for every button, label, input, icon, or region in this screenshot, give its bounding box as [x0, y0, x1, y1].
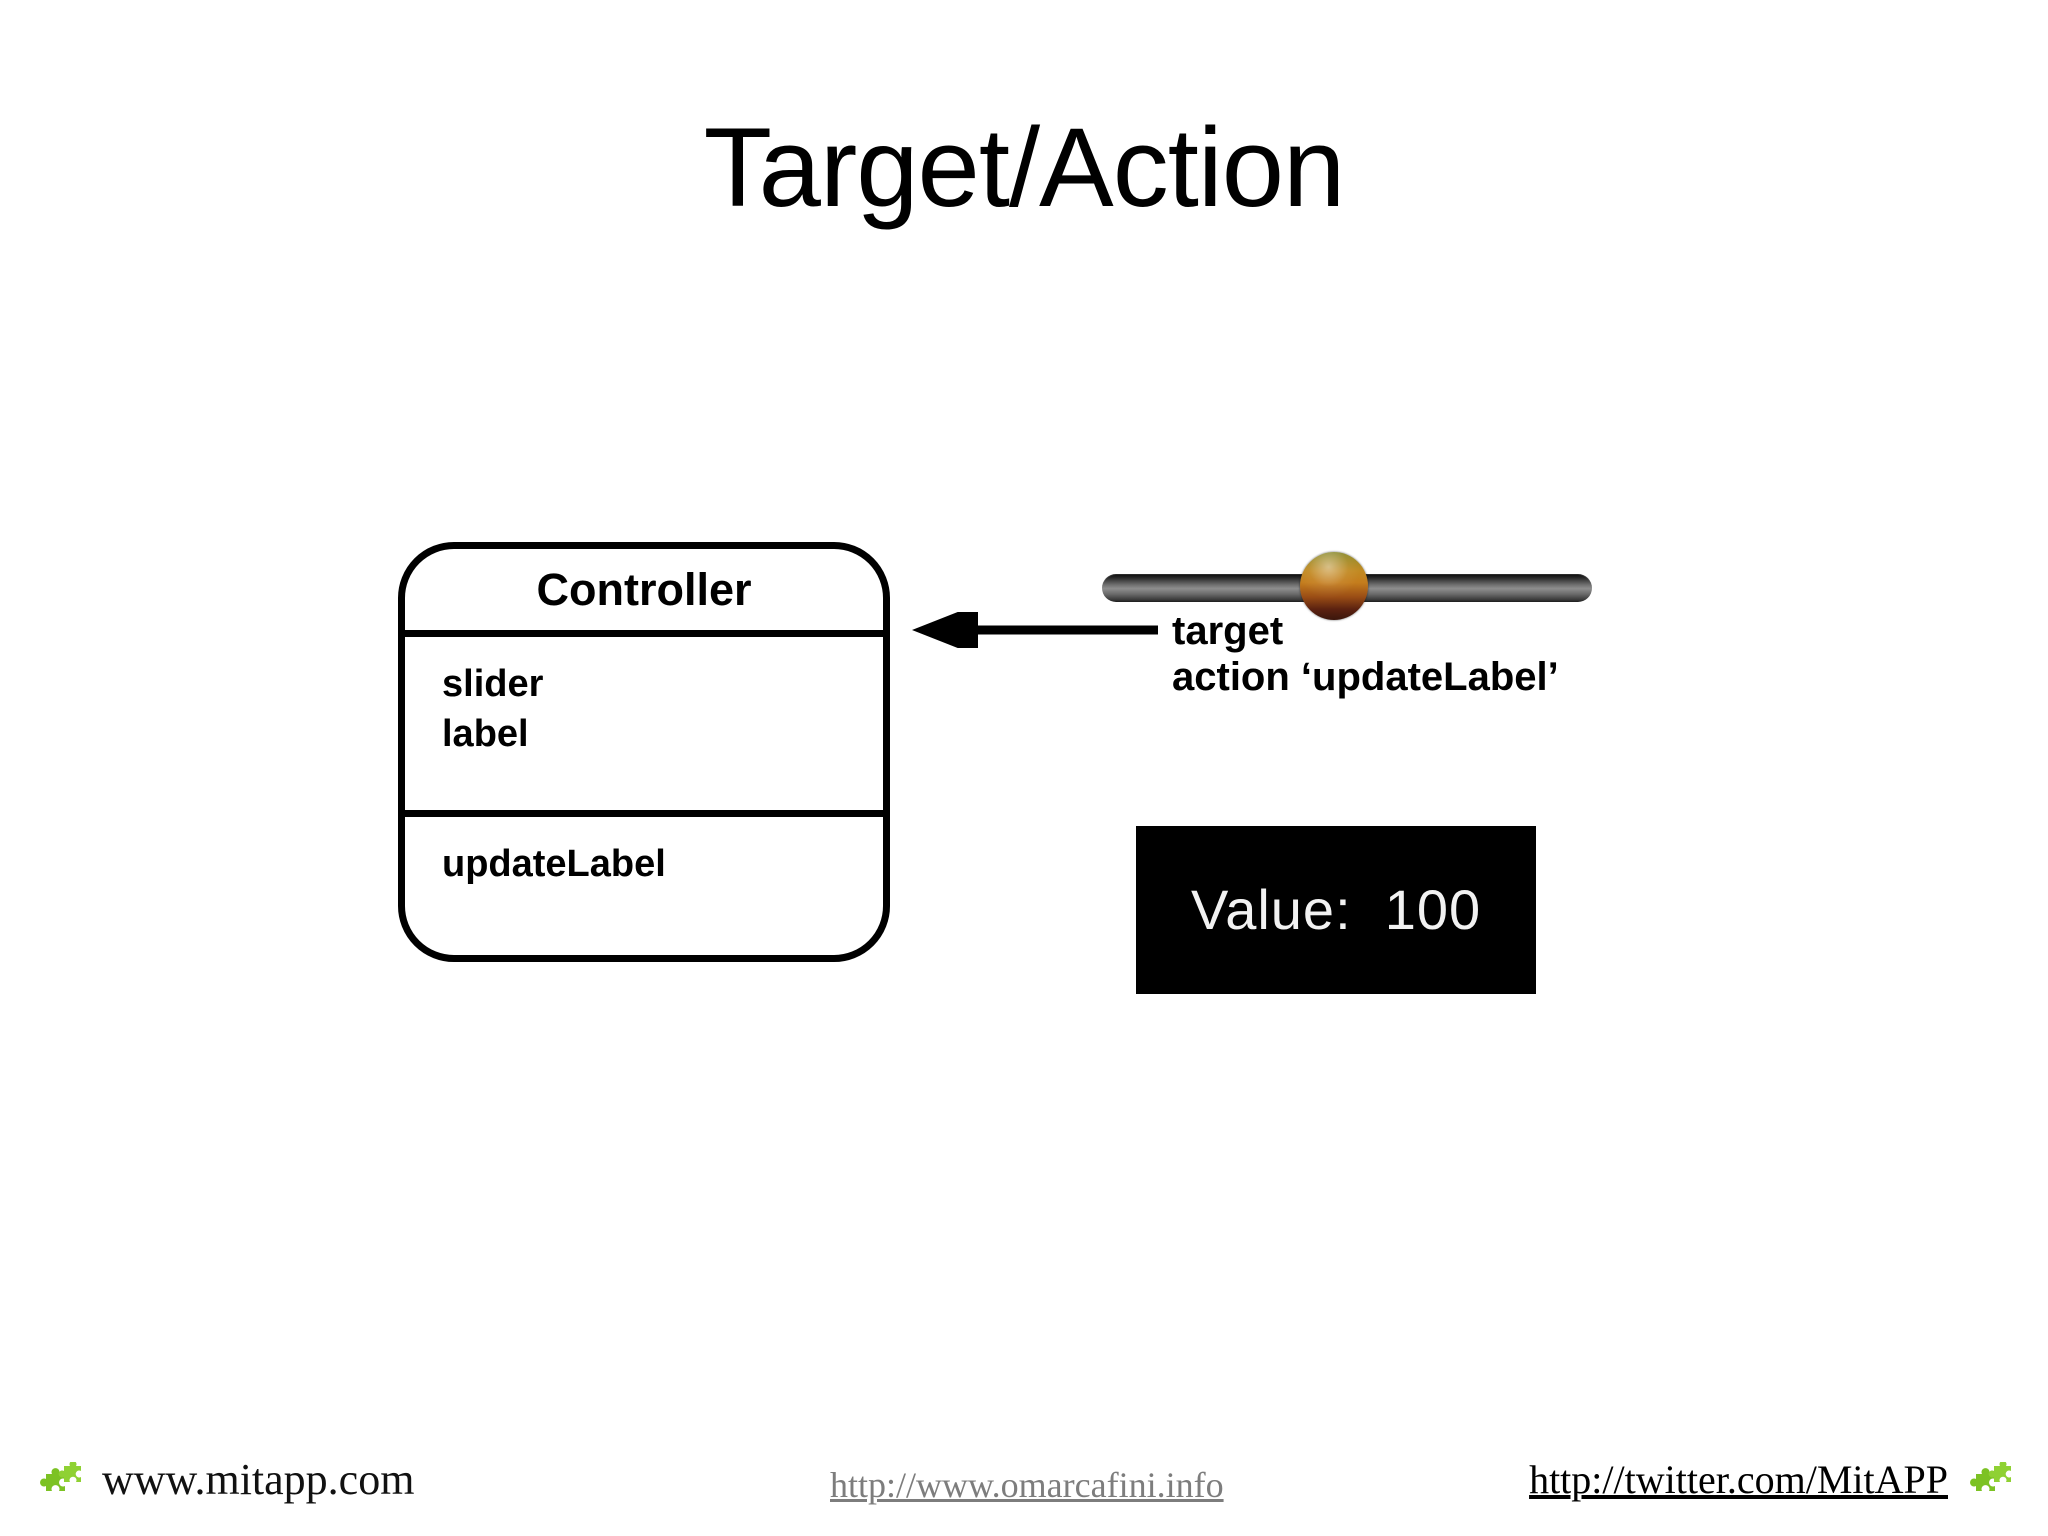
puzzle-piece-icon [1970, 1461, 2011, 1491]
uml-class-name: Controller [536, 564, 752, 615]
connection-arrow [912, 604, 1158, 656]
action-label: action ‘updateLabel’ [1172, 655, 1559, 700]
slider-knob[interactable] [1300, 552, 1368, 620]
uml-attribute-row: slider [442, 663, 544, 705]
value-display-text: Value: 100 [1191, 878, 1482, 941]
value-display: Value: 100 [1136, 826, 1536, 994]
uml-class-header: Controller [405, 549, 883, 637]
left-arrow-icon [912, 604, 1158, 656]
footer-center-link[interactable]: http://www.omarcafini.info [830, 1465, 1224, 1505]
uml-attributes-section: slider label [405, 637, 883, 817]
uml-class-box-controller: Controller slider label updateLabel [398, 542, 890, 962]
page-title: Target/Action [703, 105, 1346, 230]
target-action-annotation: target action ‘updateLabel’ [1172, 608, 1772, 701]
footer-twitter-link[interactable]: http://twitter.com/MitAPP [1529, 1457, 1948, 1502]
uml-operations-section: updateLabel [405, 817, 883, 956]
uml-operation-row: updateLabel [442, 843, 666, 885]
puzzle-piece-icon [40, 1461, 81, 1491]
footer-right-group: http://twitter.com/MitAPP [1529, 1456, 2014, 1503]
target-label: target [1172, 609, 1284, 653]
footer-site-label: www.mitapp.com [102, 1455, 415, 1504]
footer-left-group: www.mitapp.com [38, 1454, 414, 1505]
footer: www.mitapp.com http://www.omarcafini.inf… [0, 1436, 2048, 1536]
slider-widget[interactable] [1102, 552, 1592, 628]
uml-attribute-row: label [442, 713, 529, 756]
